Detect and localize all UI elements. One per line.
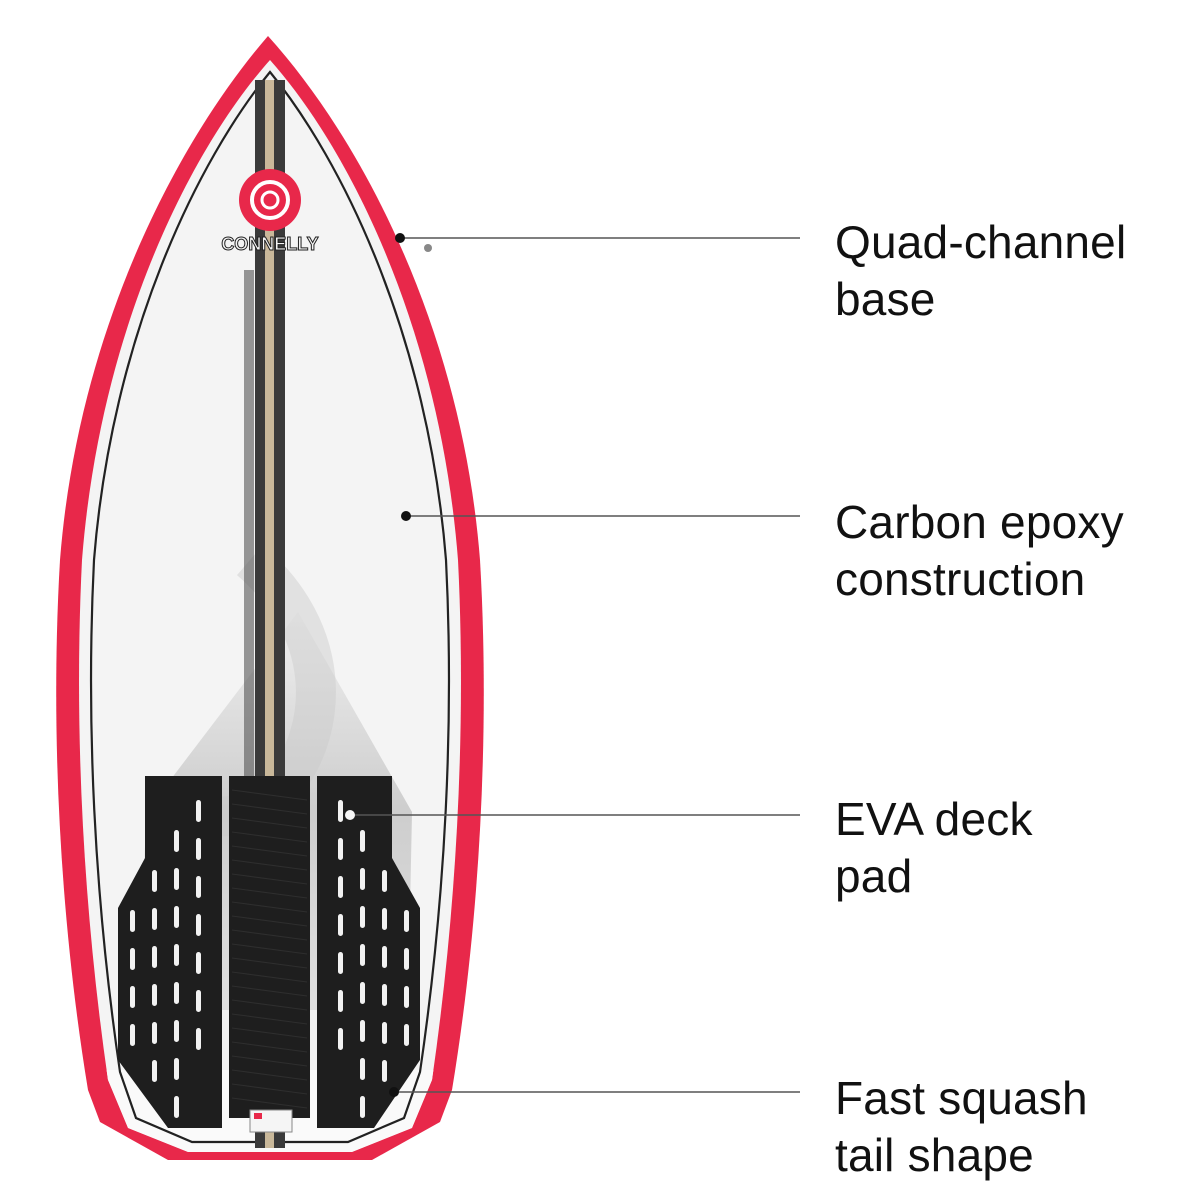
callout-text-line: tail shape xyxy=(835,1129,1034,1181)
pad-slot xyxy=(152,908,157,930)
pad-slot xyxy=(382,870,387,892)
callout-text-line: base xyxy=(835,273,936,325)
pad-slot xyxy=(338,914,343,936)
pad-slot xyxy=(130,948,135,970)
pad-slot xyxy=(174,830,179,852)
pad-slot xyxy=(152,984,157,1006)
pad-slot xyxy=(360,906,365,928)
brand-logo: CONNELLY xyxy=(221,169,319,255)
callout-squash-tail: Fast squash tail shape xyxy=(835,1070,1195,1184)
callout-text-line: construction xyxy=(835,553,1086,605)
pad-texture-line xyxy=(231,1027,308,1039)
pad-slot xyxy=(382,984,387,1006)
logo-circle-icon xyxy=(239,169,301,231)
callout-carbon-epoxy: Carbon epoxy construction xyxy=(835,494,1195,608)
pad-slot xyxy=(174,1096,179,1118)
callout-leaders xyxy=(345,233,800,1097)
pad-slot xyxy=(174,944,179,966)
callout-text-line: Quad-channel xyxy=(835,216,1127,268)
pad-slot xyxy=(404,910,409,932)
pad-texture-line xyxy=(231,831,308,843)
pad-texture-line xyxy=(231,1069,308,1081)
pad-slot xyxy=(130,1024,135,1046)
pad-texture-line xyxy=(231,915,308,927)
pad-texture-line xyxy=(231,859,308,871)
eva-deck-pad xyxy=(118,776,420,1128)
pad-slot xyxy=(382,1060,387,1082)
pad-slot xyxy=(382,946,387,968)
pad-slot xyxy=(130,910,135,932)
pad-slot xyxy=(152,1022,157,1044)
pad-slot xyxy=(130,986,135,1008)
pad-texture-line xyxy=(231,929,308,941)
pad-slot xyxy=(152,1060,157,1082)
pad-slot xyxy=(360,830,365,852)
pad-texture-line xyxy=(231,901,308,913)
pad-slot xyxy=(382,908,387,930)
callout-quad-channel-base: Quad-channel base xyxy=(835,214,1195,328)
pad-slot xyxy=(196,838,201,860)
leader-dot-carbon-epoxy xyxy=(401,511,411,521)
pad-slot xyxy=(174,868,179,890)
deck-pad-center-panel xyxy=(229,776,310,1118)
pad-slot xyxy=(152,946,157,968)
pad-slot xyxy=(196,952,201,974)
leader-dot-squash-tail xyxy=(389,1087,399,1097)
pad-texture-line xyxy=(231,985,308,997)
pad-slot xyxy=(338,952,343,974)
callout-text-line: pad xyxy=(835,850,913,902)
callout-text-line: Fast squash xyxy=(835,1072,1088,1124)
pad-texture-line xyxy=(231,957,308,969)
callout-eva-deck-pad: EVA deck pad xyxy=(835,791,1195,905)
pad-slot xyxy=(196,800,201,822)
pad-slot xyxy=(196,876,201,898)
pad-texture-line xyxy=(231,971,308,983)
pad-texture-line xyxy=(231,943,308,955)
pad-slot xyxy=(174,1020,179,1042)
pad-slot xyxy=(360,1096,365,1118)
pad-texture-line xyxy=(231,1013,308,1025)
pad-slot xyxy=(338,990,343,1012)
pad-texture-line xyxy=(231,873,308,885)
pad-texture-line xyxy=(231,1083,308,1095)
leader-dot-quad-channel xyxy=(395,233,405,243)
leader-dot-eva-deck-pad xyxy=(345,810,355,820)
pad-texture-line xyxy=(231,803,308,815)
pad-slot xyxy=(360,944,365,966)
pad-slot xyxy=(360,868,365,890)
pad-slot xyxy=(404,1024,409,1046)
pad-slot xyxy=(174,982,179,1004)
pad-slot xyxy=(360,982,365,1004)
pad-texture-line xyxy=(231,887,308,899)
pad-slot xyxy=(152,870,157,892)
pad-slot xyxy=(338,1028,343,1050)
pad-texture-line xyxy=(231,1055,308,1067)
callout-text-line: EVA deck xyxy=(835,793,1033,845)
pad-slot xyxy=(404,948,409,970)
pad-texture-line xyxy=(231,1097,308,1109)
stringer-highlight xyxy=(265,80,274,1148)
pad-slot xyxy=(382,1022,387,1044)
pad-slot xyxy=(174,906,179,928)
pad-slot xyxy=(196,914,201,936)
pad-slot xyxy=(360,1020,365,1042)
logo-wordmark: CONNELLY xyxy=(221,234,318,254)
pad-texture-line xyxy=(231,817,308,829)
pad-texture-line xyxy=(231,845,308,857)
pad-slot xyxy=(196,1028,201,1050)
pad-texture-line xyxy=(231,1041,308,1053)
pad-slot xyxy=(404,986,409,1008)
pad-slot xyxy=(174,1058,179,1080)
pad-slot xyxy=(360,1058,365,1080)
pad-slot xyxy=(338,800,343,822)
pad-slot xyxy=(338,876,343,898)
pad-slot xyxy=(196,990,201,1012)
side-plug xyxy=(424,244,432,252)
callout-text-line: Carbon epoxy xyxy=(835,496,1124,548)
pad-texture-line xyxy=(231,789,308,801)
pad-texture-line xyxy=(231,999,308,1011)
pad-slot xyxy=(338,838,343,860)
